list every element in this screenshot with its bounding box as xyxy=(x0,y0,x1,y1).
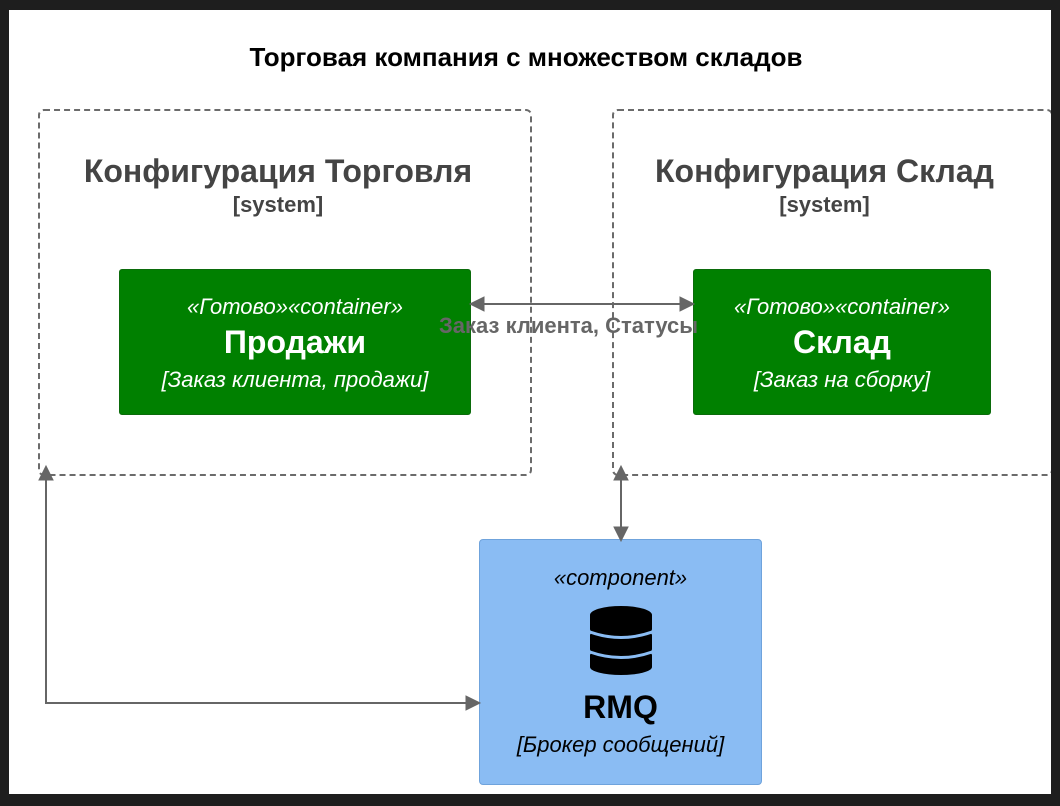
container-stock[interactable]: «Готово»«container» Склад [Заказ на сбор… xyxy=(693,269,991,415)
diagram-title: Торговая компания с множеством складов xyxy=(249,42,803,72)
container-stock-stereotype: «Готово»«container» xyxy=(734,294,950,319)
boundary-trade[interactable] xyxy=(38,109,532,476)
boundary-trade-type: [system] xyxy=(232,192,324,217)
container-stock-description: [Заказ на сборку] xyxy=(753,367,931,392)
container-stock-name: Склад xyxy=(793,324,891,360)
diagram-canvas: Торговая компания с множеством складов К… xyxy=(9,10,1051,794)
boundary-warehouse-type: [system] xyxy=(779,192,870,217)
container-sales-stereotype: «Готово»«container» xyxy=(187,294,403,319)
boundary-warehouse-title: Конфигурация Склад xyxy=(655,153,994,189)
component-rmq-description: [Брокер сообщений] xyxy=(516,732,725,757)
boundary-warehouse[interactable] xyxy=(612,109,1051,476)
component-rmq-name: RMQ xyxy=(583,689,658,725)
component-rmq[interactable]: «component» RMQ [Брокер сообщений] xyxy=(479,539,762,785)
database-icon xyxy=(480,605,761,675)
relation-sales-stock-label: Заказ клиента, Статусы xyxy=(439,313,699,338)
container-sales-name: Продажи xyxy=(223,324,367,360)
component-rmq-stereotype: «component» xyxy=(553,565,688,590)
container-sales-description: [Заказ клиента, продажи] xyxy=(161,367,429,392)
boundary-trade-title: Конфигурация Торговля xyxy=(83,153,473,189)
container-sales[interactable]: «Готово»«container» Продажи [Заказ клиен… xyxy=(119,269,471,415)
